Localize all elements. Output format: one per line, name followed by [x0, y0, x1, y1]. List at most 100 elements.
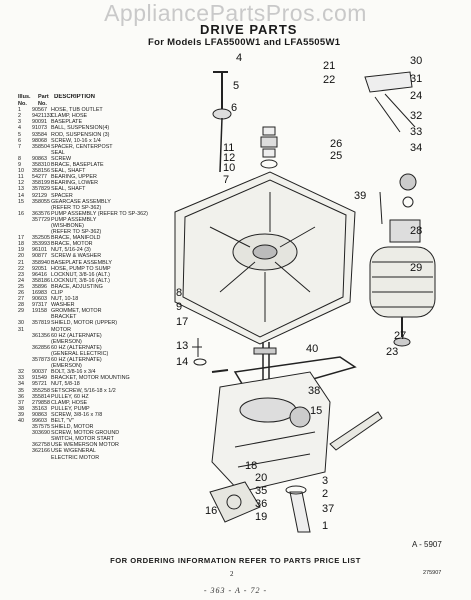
- watermark: AppliancePartsPros.com: [104, 0, 367, 26]
- exploded-diagram: [174, 71, 436, 533]
- part-description: NUT, 5/16-24 (3): [51, 247, 91, 254]
- part-description: BRACKET, MOTOR MOUNTING: [51, 375, 130, 382]
- illus-number: 1: [18, 107, 21, 114]
- part-number: 95721: [32, 381, 47, 388]
- part-description: SPACER: [51, 192, 73, 199]
- part-description: GEARCASE ASSEMBLY: [51, 198, 111, 205]
- illus-number: 38: [18, 405, 24, 412]
- part-description: CLIP: [51, 290, 63, 296]
- illus-number: 31: [18, 326, 24, 333]
- part-number: 357829: [32, 186, 50, 193]
- illus-number: 23: [18, 271, 24, 278]
- part-description: (EMERSON): [51, 363, 82, 370]
- page-number: 2: [230, 570, 234, 578]
- illus-number: 34: [18, 381, 24, 388]
- part-description: NUT, 10-18: [51, 296, 79, 303]
- part-description: BRACE, MANIFOLD: [51, 235, 101, 242]
- part-description: 60 HZ (ALTERNATE): [51, 344, 102, 351]
- part-description: BELT, "V": [51, 417, 74, 424]
- callout-11: 11: [223, 142, 235, 154]
- illus-number: 30: [18, 320, 24, 327]
- part-description: LOCKNUT, 3/8-16 (ALT.): [51, 277, 110, 284]
- page-subtitle: For Models LFA5500W1 and LFA5505W1: [148, 37, 341, 48]
- illus-number: 11: [18, 174, 24, 181]
- part-description: WASHER: [51, 302, 75, 309]
- part-number: 90863: [32, 155, 47, 162]
- part-description: SEAL, SHAFT: [51, 186, 86, 193]
- callout-33: 33: [410, 126, 423, 138]
- part-number: 93584: [32, 131, 47, 138]
- callout-39: 39: [354, 190, 367, 202]
- part-description: (REFER TO SP-362): [51, 204, 102, 211]
- illus-number: 17: [18, 235, 24, 242]
- part-description: HOSE, PUMP TO SUMP: [51, 265, 111, 272]
- callout-6: 6: [231, 102, 238, 114]
- illus-number: 14: [18, 192, 24, 199]
- part-number: 35163: [32, 405, 47, 412]
- part-description: SCREW, 10-16 x 1/4: [51, 137, 101, 144]
- callout-25: 25: [330, 150, 343, 162]
- callout-9: 9: [176, 301, 183, 313]
- part-number: 358156: [32, 168, 50, 175]
- callout-7: 7: [223, 174, 230, 186]
- callout-16: 16: [205, 505, 218, 517]
- diagram-code: A - 5907: [412, 540, 442, 549]
- part-description: PULLEY, PUMP: [51, 405, 90, 412]
- part-number: 19158: [32, 308, 47, 315]
- callout-1: 1: [322, 520, 329, 532]
- part-description: BRACE, MOTOR: [51, 241, 93, 248]
- column-illus: Illus. No.: [18, 94, 31, 107]
- part-number: 99603: [32, 417, 47, 424]
- part-number: 353993: [32, 241, 50, 248]
- part-description: 60 HZ (ALTERNATE): [51, 357, 102, 364]
- part-number: 355258: [32, 387, 50, 394]
- part-number: 358504: [32, 143, 50, 150]
- callout-36: 36: [255, 498, 268, 510]
- illus-number: 13: [18, 186, 24, 193]
- part-description: SCREW & WASHER: [51, 253, 102, 260]
- part-number: 303690: [32, 430, 50, 437]
- callout-35: 35: [255, 485, 268, 497]
- illus-number: 32: [18, 369, 24, 376]
- illus-number: 10: [18, 168, 24, 175]
- callout-21: 21: [323, 60, 336, 72]
- part-number: 355814: [32, 393, 50, 400]
- callout-8: 8: [176, 287, 183, 299]
- part-description: LOCKNUT, 3/8-16 (ALT.): [51, 271, 110, 278]
- illus-number: 2: [18, 113, 21, 120]
- part-description: SCREW, 3/8-16 x 7/8: [51, 411, 103, 418]
- illus-number: 18: [18, 241, 24, 248]
- part-number: [32, 455, 51, 461]
- part-description: BASEPLATE: [51, 119, 83, 126]
- illus-number: 8: [18, 155, 21, 162]
- part-description: SEAL: [51, 149, 65, 156]
- parts-list-header: Illus. No. Part No. DESCRIPTION: [18, 94, 158, 107]
- part-number: 362856: [32, 344, 50, 351]
- part-number: 92129: [32, 192, 47, 199]
- part-number: 54277: [32, 174, 47, 181]
- part-description: CLAMP, HOSE: [51, 399, 88, 406]
- part-description: PUMP ASSEMBLY: [51, 216, 97, 223]
- part-description: BASEPLATE ASSEMBLY: [51, 259, 112, 266]
- catalog-number: 275907: [423, 570, 442, 576]
- part-description: MOTOR: [51, 326, 71, 333]
- part-description: GROMMET, MOTOR: [51, 308, 102, 315]
- part-description: SHIELD, MOTOR: [51, 424, 94, 431]
